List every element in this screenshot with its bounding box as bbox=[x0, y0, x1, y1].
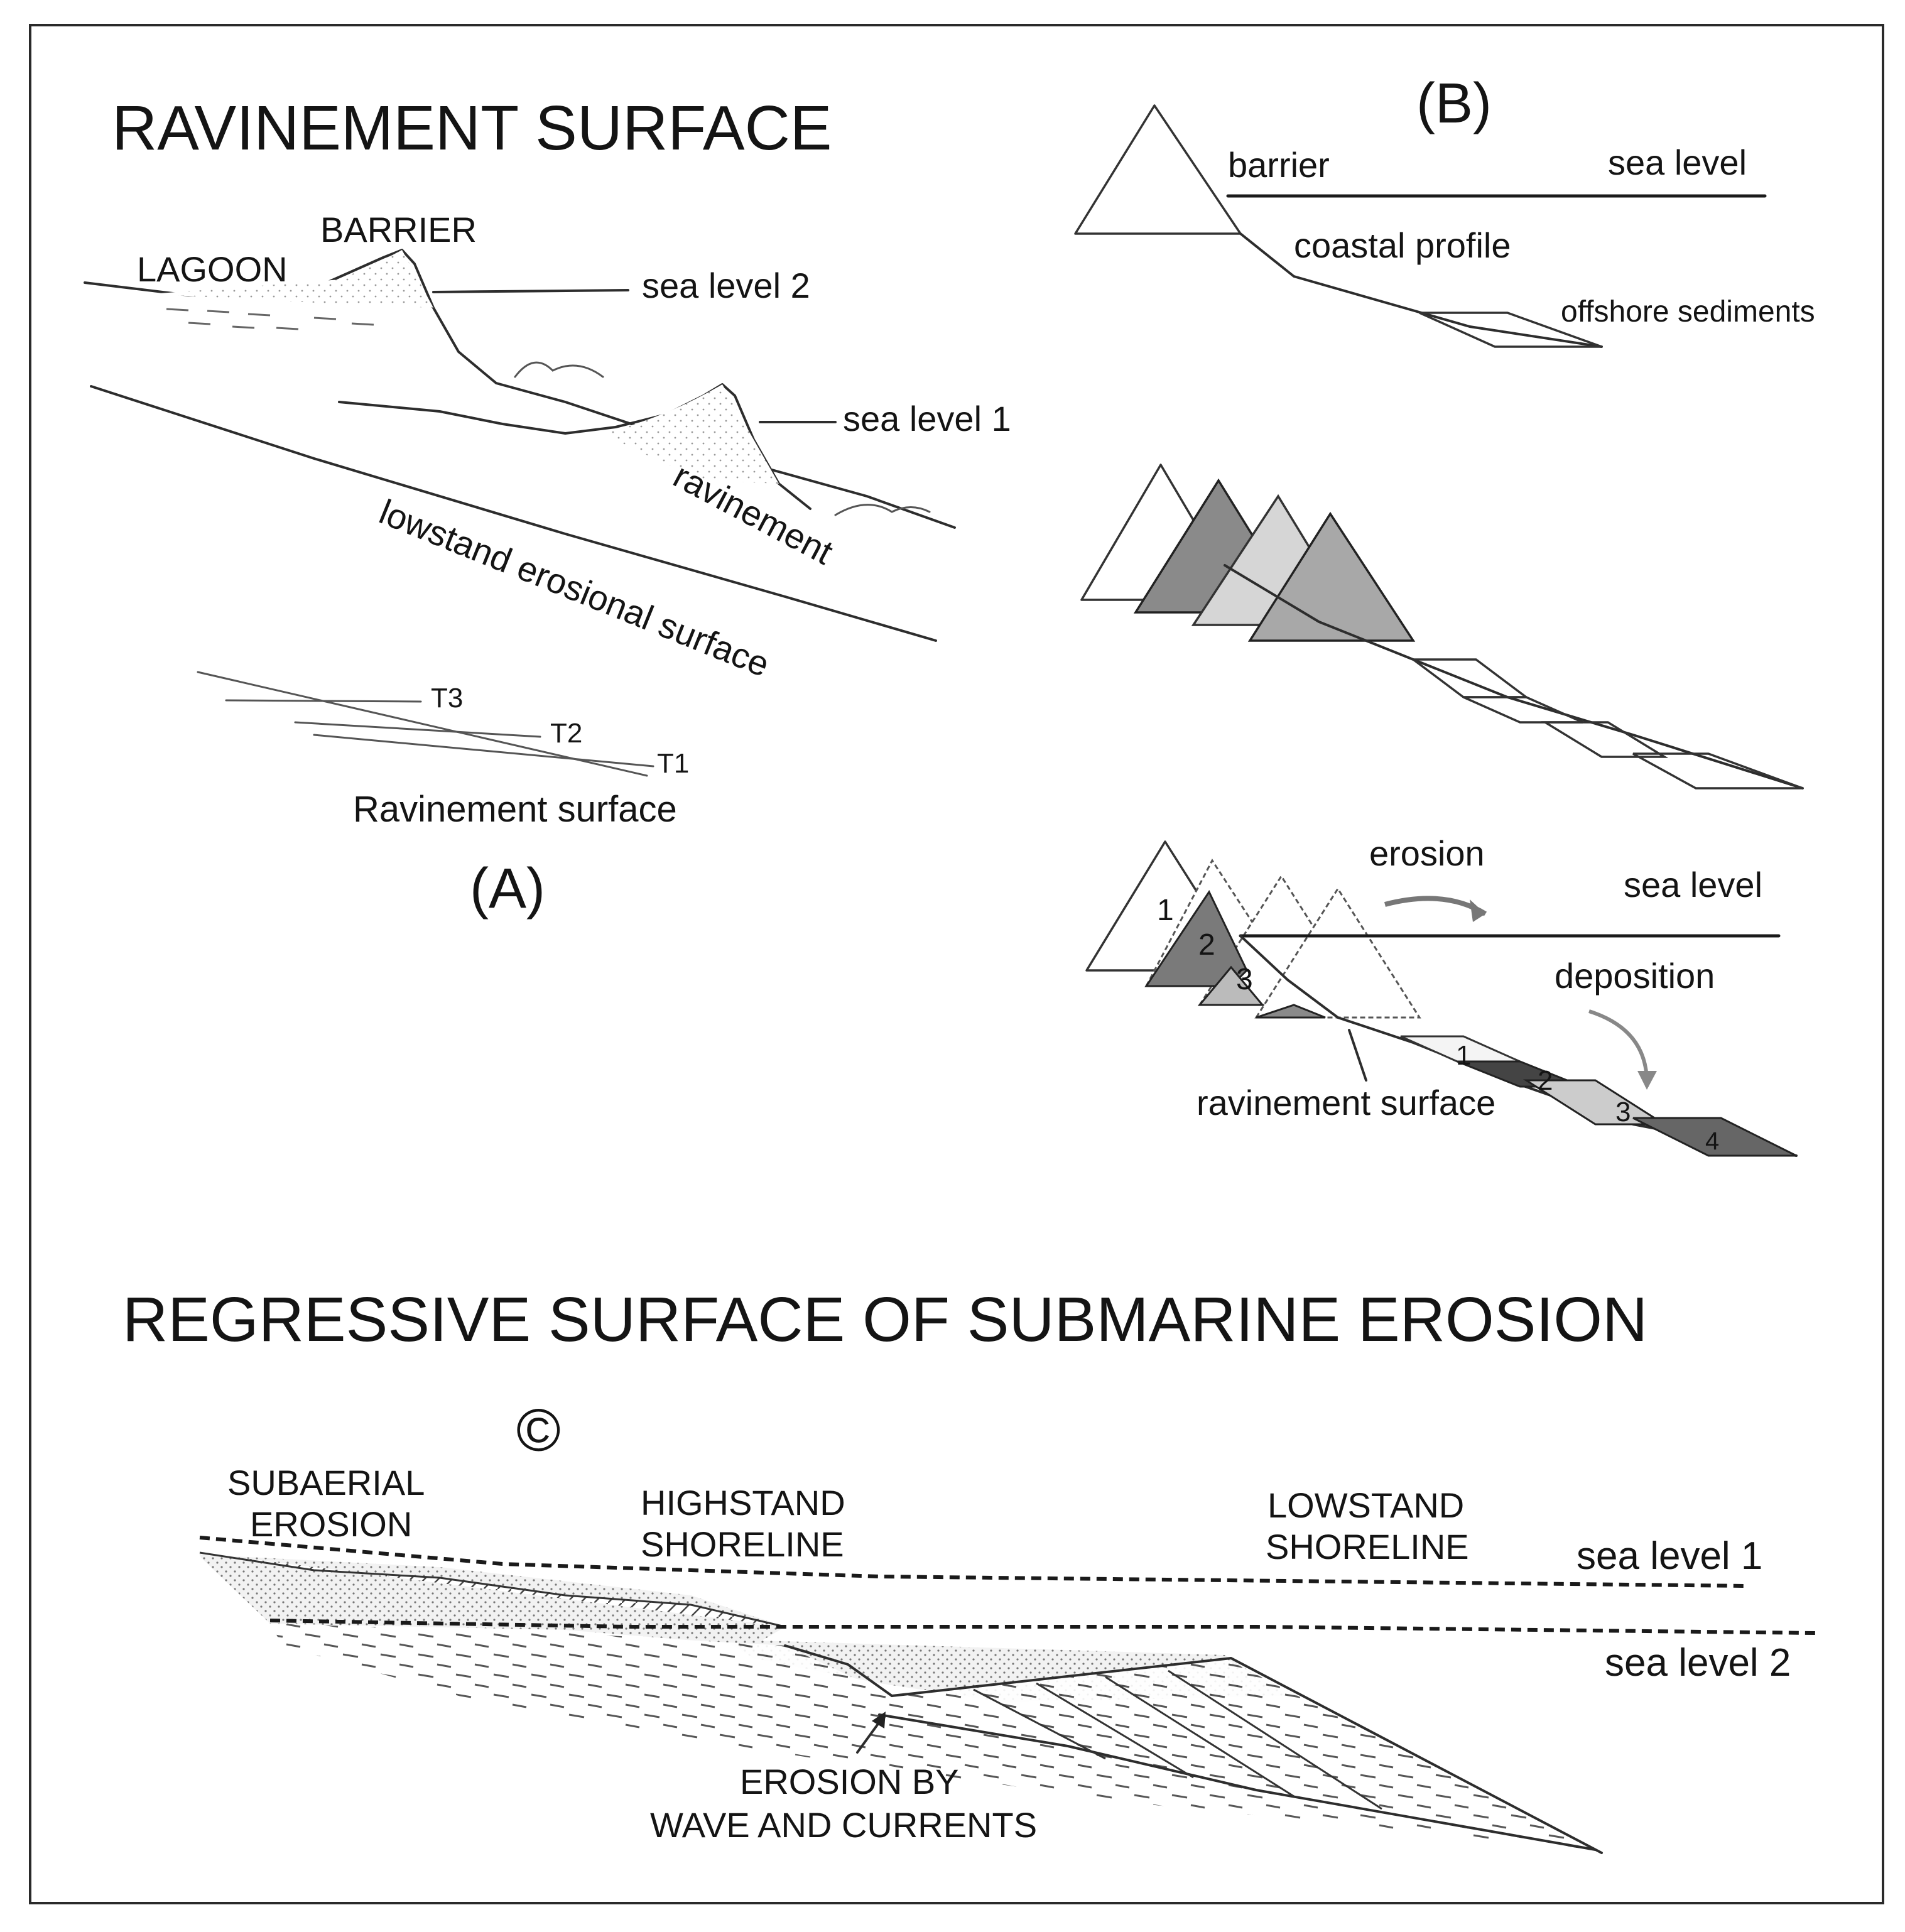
barrier-label: BARRIER bbox=[320, 210, 477, 249]
stage2-wedge-3 bbox=[1541, 721, 1669, 758]
deposit-wedge-4 bbox=[1632, 1117, 1797, 1157]
ravinement-surface-leader bbox=[1348, 1029, 1367, 1082]
eroded-wedge-2 bbox=[1144, 889, 1248, 987]
lowstand-label-1: LOWSTAND bbox=[1267, 1485, 1464, 1525]
lowstand-erosional-surface bbox=[90, 385, 937, 642]
barrier-triangle-top bbox=[1074, 104, 1242, 235]
deposit-num-4: 4 bbox=[1705, 1127, 1719, 1155]
panel-a: RAVINEMENT SURFACE sea level 2 LAGOON BA… bbox=[84, 93, 1011, 920]
sea-level-2-dashed bbox=[269, 1619, 1816, 1635]
panel-c-label: © bbox=[516, 1397, 561, 1464]
panel-b-label: (B) bbox=[1416, 72, 1492, 135]
deposition-label: deposition bbox=[1555, 956, 1715, 996]
t3-line bbox=[225, 699, 422, 703]
panel-b: (B) barrier sea level coastal profile of… bbox=[1074, 72, 1815, 1157]
eroded-wedge-3 bbox=[1197, 965, 1265, 1006]
erosion-wave-arrow-head bbox=[872, 1712, 886, 1728]
sea-level-1-label-c: sea level 1 bbox=[1577, 1534, 1762, 1578]
deposit-num-1: 1 bbox=[1456, 1040, 1471, 1071]
panel-c: REGRESSIVE SURFACE OF SUBMARINE EROSION … bbox=[122, 1284, 1816, 1854]
deposit-num-3: 3 bbox=[1615, 1097, 1631, 1127]
lowstand-surface-label: lowstand erosional surface bbox=[374, 492, 775, 685]
sea-level-label-top: sea level bbox=[1608, 143, 1747, 182]
erosion-label: erosion bbox=[1369, 833, 1485, 873]
sea-level-label-bottom: sea level bbox=[1624, 865, 1762, 904]
panel-c-title: REGRESSIVE SURFACE OF SUBMARINE EROSION bbox=[122, 1284, 1647, 1355]
deposition-arrow-head bbox=[1637, 1071, 1657, 1090]
panel-a-title: RAVINEMENT SURFACE bbox=[112, 93, 832, 163]
t2-line bbox=[294, 721, 541, 738]
eroded-wedge-4 bbox=[1256, 1004, 1326, 1019]
offshore-sediments-label: offshore sediments bbox=[1561, 295, 1815, 328]
barrier-label-b: barrier bbox=[1228, 145, 1330, 185]
stage-num-3: 3 bbox=[1236, 963, 1253, 996]
wave-erosion-surface bbox=[784, 1644, 893, 1697]
lagoon-label: LAGOON bbox=[137, 249, 288, 289]
subaerial-label-2: EROSION bbox=[250, 1504, 412, 1544]
highstand-label-2: SHORELINE bbox=[641, 1524, 844, 1564]
sea-level-1-dashed bbox=[199, 1536, 1747, 1588]
stage2-triangle-4 bbox=[1247, 511, 1416, 642]
lowstand-label-2: SHORELINE bbox=[1266, 1527, 1469, 1566]
stage2-wedge-4 bbox=[1632, 752, 1803, 790]
sea-level-1-label: sea level 1 bbox=[843, 399, 1011, 438]
subaerial-erosion-zone bbox=[199, 1551, 786, 1628]
ravinement-surface-caption: Ravinement surface bbox=[353, 789, 677, 830]
barrier-2-fill bbox=[151, 250, 433, 308]
t1-label: T1 bbox=[657, 748, 689, 779]
clinoform-base bbox=[878, 1713, 1597, 1851]
subaerial-label-1: SUBAERIAL bbox=[227, 1463, 425, 1502]
wave-squiggle-1 bbox=[514, 361, 604, 378]
offshore-sediment-wedge bbox=[1419, 312, 1602, 348]
stage-num-2: 2 bbox=[1198, 928, 1215, 962]
clinoform-lines bbox=[973, 1669, 1382, 1810]
lagoon-dashes bbox=[166, 308, 374, 330]
sea-level-2-label-c: sea level 2 bbox=[1605, 1641, 1791, 1685]
wave-currents-label: WAVE AND CURRENTS bbox=[650, 1805, 1037, 1845]
barrier-1-fill bbox=[603, 384, 779, 484]
highstand-label-1: HIGHSTAND bbox=[641, 1483, 845, 1522]
deposit-num-2: 2 bbox=[1538, 1065, 1553, 1096]
clinoform-top bbox=[891, 1657, 1603, 1854]
erosion-by-label: EROSION BY bbox=[740, 1762, 959, 1801]
t3-label: T3 bbox=[431, 683, 463, 714]
deposition-arrow bbox=[1588, 1009, 1649, 1087]
coastal-profile-label: coastal profile bbox=[1294, 225, 1511, 265]
stage-num-1: 1 bbox=[1157, 894, 1174, 927]
t1-line bbox=[313, 734, 654, 768]
sea-level-2-leader bbox=[432, 289, 629, 293]
panel-a-label: (A) bbox=[470, 857, 545, 920]
highstand-wedge bbox=[200, 1555, 785, 1646]
t2-label: T2 bbox=[550, 718, 582, 749]
wave-squiggle-2 bbox=[834, 504, 931, 516]
figure-frame bbox=[29, 24, 1884, 1904]
coastal-profile-line bbox=[1239, 232, 1603, 348]
sea-level-2-label: sea level 2 bbox=[642, 266, 810, 305]
erosion-arrow-head bbox=[1470, 899, 1485, 922]
clinoform-body bbox=[270, 1624, 1595, 1850]
stage2-profile bbox=[1224, 564, 1804, 790]
ravinement-surface-label-b: ravinement surface bbox=[1197, 1083, 1495, 1122]
